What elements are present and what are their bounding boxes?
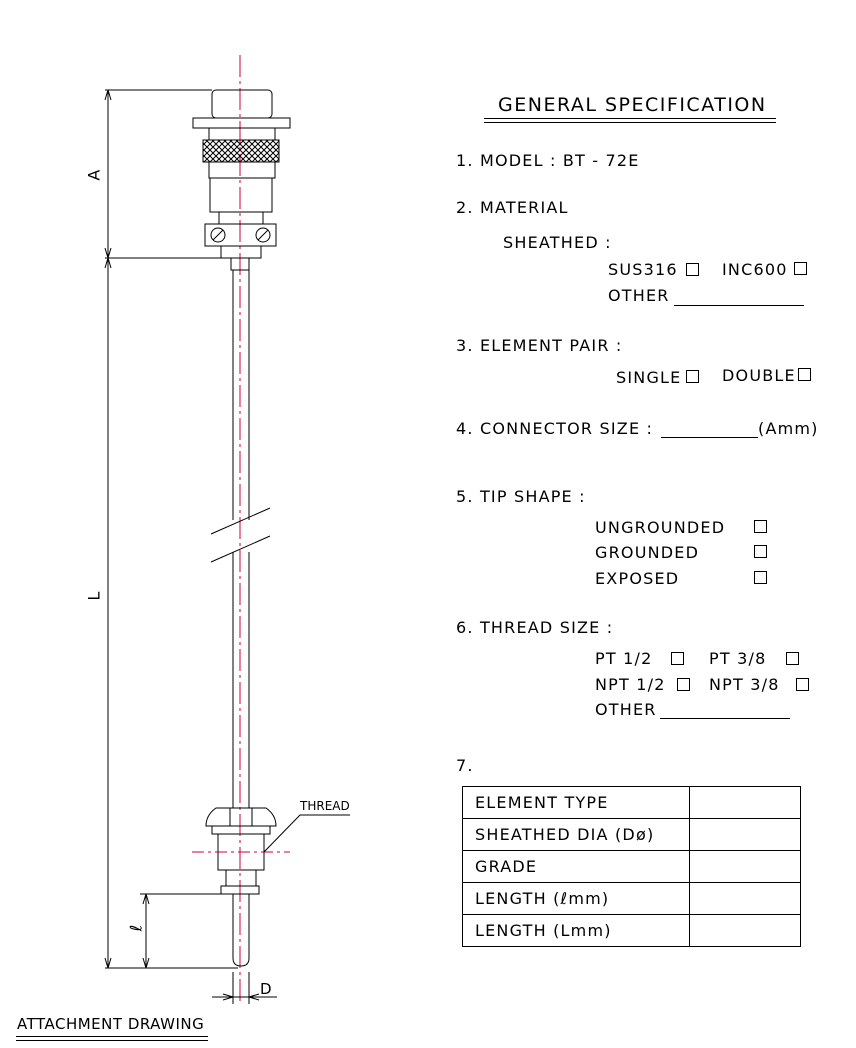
title-underline-2 (484, 122, 776, 123)
pt38-checkbox[interactable] (786, 652, 799, 665)
table-cell-value[interactable] (689, 914, 801, 947)
thread-label: THREAD (300, 799, 350, 813)
thread-leader (263, 814, 350, 853)
table-cell-value[interactable] (689, 882, 801, 915)
other-thread-field[interactable] (660, 718, 790, 719)
thread-size-heading: 6. THREAD SIZE : (456, 618, 614, 637)
npt12-label: NPT 1/2 (595, 675, 666, 694)
spec-table: ELEMENT TYPE SHEATHED DIA (Dø) GRADE LEN… (462, 786, 801, 947)
exposed-label: EXPOSED (595, 569, 680, 588)
exposed-checkbox[interactable] (754, 571, 767, 584)
connector-size-heading: 4. CONNECTOR SIZE : (456, 419, 654, 438)
dimension-d (212, 972, 277, 1004)
grounded-checkbox[interactable] (754, 545, 767, 558)
spec-title: GENERAL SPECIFICATION (498, 94, 767, 116)
connector-size-field[interactable] (661, 437, 758, 438)
dim-a-label: A (84, 168, 104, 181)
material-heading: 2. MATERIAL (456, 198, 569, 217)
item7-label: 7. (456, 756, 474, 775)
sus316-label: SUS316 (608, 260, 678, 279)
single-checkbox[interactable] (686, 370, 699, 383)
npt38-checkbox[interactable] (796, 678, 809, 691)
other-thread-label: OTHER (595, 700, 657, 719)
connector-head (192, 89, 291, 271)
table-cell-label: GRADE (462, 850, 690, 883)
dim-l-label: L (84, 590, 104, 601)
table-row: ELEMENT TYPE (462, 786, 801, 819)
table-cell-value[interactable] (689, 786, 801, 819)
table-row: GRADE (462, 850, 801, 883)
element-pair-heading: 3. ELEMENT PAIR : (456, 336, 623, 355)
title-underline-1 (484, 118, 776, 119)
dimension-a (104, 89, 221, 259)
pt12-label: PT 1/2 (595, 649, 653, 668)
connector-unit: (Amm) (758, 419, 819, 438)
table-row: LENGTH (ℓmm) (462, 882, 801, 915)
inc600-label: INC600 (722, 260, 788, 279)
table-row: SHEATHED DIA (Dø) (462, 818, 801, 851)
ungrounded-checkbox[interactable] (754, 520, 767, 533)
pt12-checkbox[interactable] (671, 652, 684, 665)
table-cell-label: ELEMENT TYPE (462, 786, 690, 819)
double-checkbox[interactable] (798, 368, 811, 381)
sheathed-label: SHEATHED : (503, 233, 612, 252)
attachment-drawing (104, 55, 350, 1005)
npt38-label: NPT 3/8 (709, 675, 780, 694)
double-label: DOUBLE (722, 366, 796, 385)
attachment-drawing-caption: ATTACHMENT DRAWING (17, 1015, 205, 1033)
table-cell-value[interactable] (689, 818, 801, 851)
single-label: SINGLE (616, 368, 682, 387)
table-cell-label: SHEATHED DIA (Dø) (462, 818, 690, 851)
table-cell-value[interactable] (689, 850, 801, 883)
sus316-checkbox[interactable] (686, 263, 699, 276)
caption-underline-1 (16, 1036, 208, 1037)
dim-d-label: D (260, 980, 273, 998)
dimension-l-small (140, 893, 221, 969)
sheath-tube (210, 270, 271, 808)
inc600-checkbox[interactable] (794, 262, 807, 275)
other-material-field[interactable] (674, 305, 804, 306)
grounded-label: GROUNDED (595, 543, 700, 562)
table-row: LENGTH (Lmm) (462, 914, 801, 947)
thread-fitting (205, 807, 277, 967)
table-cell-label: LENGTH (ℓmm) (462, 882, 690, 915)
pt38-label: PT 3/8 (709, 649, 767, 668)
tip-shape-heading: 5. TIP SHAPE : (456, 487, 586, 506)
npt12-checkbox[interactable] (677, 678, 690, 691)
caption-underline-2 (16, 1040, 208, 1041)
ungrounded-label: UNGROUNDED (595, 518, 726, 537)
model-line: 1. MODEL : BT - 72E (456, 151, 640, 170)
other-material-label: OTHER (608, 286, 670, 305)
dim-l-small-label: ℓ (126, 923, 146, 932)
table-cell-label: LENGTH (Lmm) (462, 914, 690, 947)
dimension-l (104, 257, 238, 969)
